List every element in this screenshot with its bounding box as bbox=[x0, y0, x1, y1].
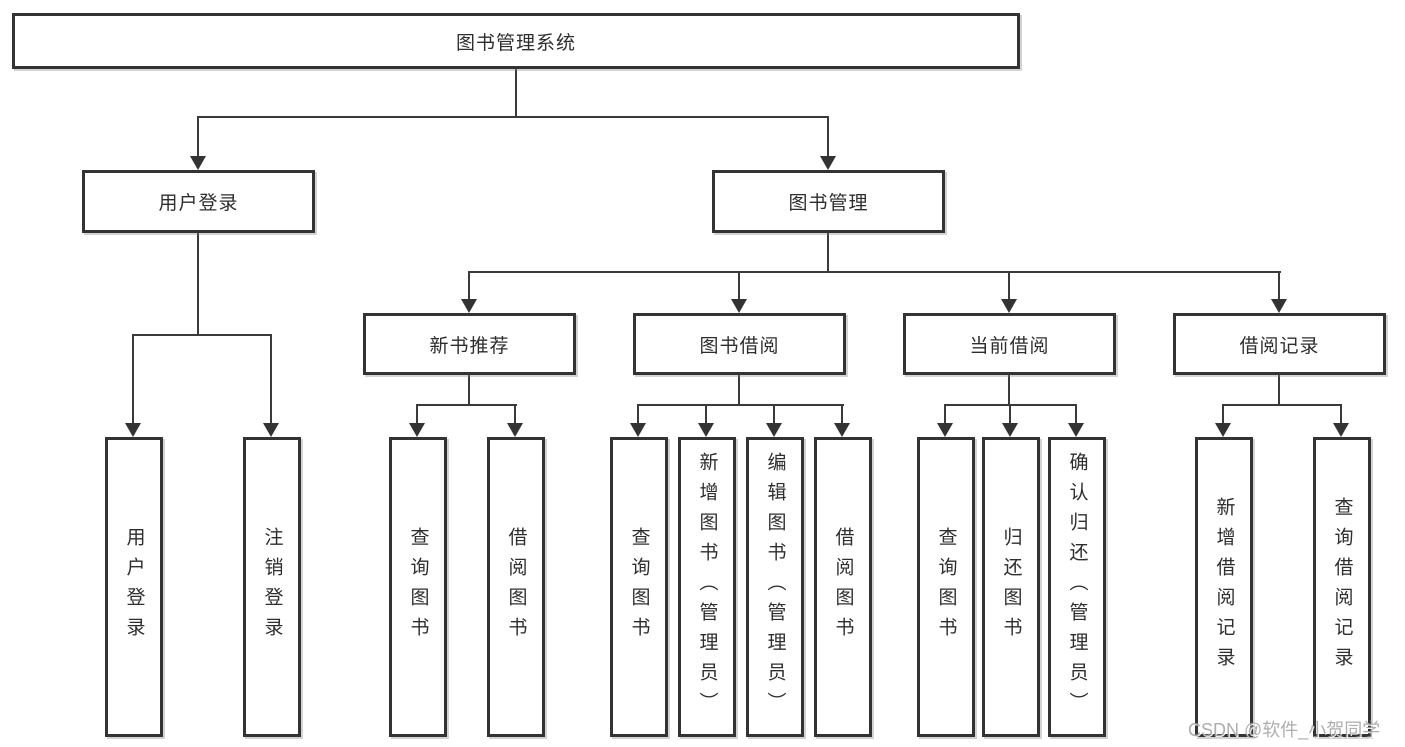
connector-line bbox=[1278, 375, 1280, 406]
node-label: 用户登录 bbox=[158, 193, 239, 214]
connector-line bbox=[738, 375, 740, 406]
arrow-down-icon bbox=[731, 299, 747, 313]
connector-line bbox=[637, 404, 844, 406]
node-label: 借阅图书 bbox=[505, 527, 527, 647]
node-leaf-confirm-return-admin: 确认归还（管理员） bbox=[1048, 437, 1106, 737]
arrow-down-icon bbox=[766, 423, 782, 437]
connector-line bbox=[468, 271, 1281, 273]
connector-line bbox=[1222, 404, 1342, 406]
connector-line bbox=[132, 334, 272, 336]
node-user-login: 用户登录 bbox=[82, 170, 315, 233]
connector-line bbox=[1009, 404, 1011, 424]
connector-line bbox=[132, 334, 134, 424]
connector-line bbox=[1075, 404, 1077, 424]
node-book-management: 图书管理 bbox=[712, 170, 945, 233]
connector-line bbox=[514, 404, 516, 424]
node-root-system: 图书管理系统 bbox=[12, 13, 1020, 69]
arrow-down-icon bbox=[937, 423, 953, 437]
connector-line bbox=[1278, 271, 1280, 301]
csdn-watermark: CSDN @软件_小贺同学 bbox=[1188, 720, 1381, 740]
connector-line bbox=[1008, 375, 1010, 406]
arrow-down-icon bbox=[698, 423, 714, 437]
arrow-down-icon bbox=[820, 156, 836, 170]
arrow-down-icon bbox=[1333, 423, 1349, 437]
node-label: 新增借阅记录 bbox=[1213, 497, 1235, 677]
connector-line bbox=[468, 271, 470, 301]
arrow-down-icon bbox=[461, 299, 477, 313]
node-label: 新增图书（管理员） bbox=[696, 452, 718, 722]
node-leaf-query-books-borrow: 查询图书 bbox=[610, 437, 668, 737]
connector-line bbox=[738, 271, 740, 301]
node-leaf-add-borrow-record: 新增借阅记录 bbox=[1195, 437, 1253, 737]
connector-line bbox=[637, 404, 639, 424]
node-leaf-add-book-admin: 新增图书（管理员） bbox=[678, 437, 736, 737]
node-label: 当前借阅 bbox=[969, 335, 1050, 357]
arrow-down-icon bbox=[507, 423, 523, 437]
connector-line bbox=[197, 116, 199, 158]
arrow-down-icon bbox=[1002, 423, 1018, 437]
connector-line bbox=[416, 404, 517, 406]
node-label: 借阅记录 bbox=[1239, 335, 1320, 357]
connector-line bbox=[705, 404, 707, 424]
connector-line bbox=[827, 116, 829, 158]
arrow-down-icon bbox=[1215, 423, 1231, 437]
node-label: 新书推荐 bbox=[429, 335, 510, 357]
connector-line bbox=[841, 404, 843, 424]
node-current-borrow: 当前借阅 bbox=[903, 313, 1116, 375]
node-book-borrow: 图书借阅 bbox=[633, 313, 846, 375]
connector-line bbox=[773, 404, 775, 424]
arrow-down-icon bbox=[1068, 423, 1084, 437]
node-label: 查询图书 bbox=[628, 527, 650, 647]
connector-line bbox=[270, 334, 272, 424]
node-label: 借阅图书 bbox=[832, 527, 854, 647]
node-leaf-borrow-books-recommend: 借阅图书 bbox=[487, 437, 545, 737]
node-label: 图书管理 bbox=[788, 193, 869, 214]
node-label: 归还图书 bbox=[1000, 527, 1022, 647]
connector-line bbox=[1008, 271, 1010, 301]
node-leaf-edit-book-admin: 编辑图书（管理员） bbox=[746, 437, 804, 737]
node-leaf-logout: 注销登录 bbox=[243, 437, 301, 737]
node-label: 图书借阅 bbox=[699, 335, 780, 357]
node-label: 图书管理系统 bbox=[455, 32, 576, 54]
node-leaf-borrow-book: 借阅图书 bbox=[814, 437, 872, 737]
node-leaf-query-books-recommend: 查询图书 bbox=[389, 437, 447, 737]
arrow-down-icon bbox=[263, 423, 279, 437]
connector-line bbox=[944, 404, 946, 424]
node-label: 查询图书 bbox=[407, 527, 429, 647]
connector-line bbox=[197, 233, 199, 336]
arrow-down-icon bbox=[190, 156, 206, 170]
arrow-down-icon bbox=[1001, 299, 1017, 313]
node-label: 编辑图书（管理员） bbox=[764, 452, 786, 722]
node-label: 注销登录 bbox=[261, 527, 283, 647]
node-leaf-query-books-current: 查询图书 bbox=[917, 437, 975, 737]
arrow-down-icon bbox=[630, 423, 646, 437]
node-label: 确认归还（管理员） bbox=[1066, 452, 1088, 722]
connector-line bbox=[1340, 404, 1342, 424]
connector-line bbox=[1222, 404, 1224, 424]
connector-line bbox=[827, 233, 829, 273]
node-leaf-return-book: 归还图书 bbox=[982, 437, 1040, 737]
arrow-down-icon bbox=[1271, 299, 1287, 313]
connector-line bbox=[197, 116, 829, 118]
node-borrow-records: 借阅记录 bbox=[1173, 313, 1386, 375]
arrow-down-icon bbox=[125, 423, 141, 437]
connector-line bbox=[468, 375, 470, 406]
connector-line bbox=[515, 68, 517, 118]
arrow-down-icon bbox=[834, 423, 850, 437]
connector-line bbox=[416, 404, 418, 424]
node-leaf-user-login: 用户登录 bbox=[105, 437, 163, 737]
node-label: 查询图书 bbox=[935, 527, 957, 647]
node-leaf-query-borrow-record: 查询借阅记录 bbox=[1313, 437, 1371, 737]
node-new-book-recommend: 新书推荐 bbox=[363, 313, 576, 375]
node-label: 用户登录 bbox=[123, 527, 145, 647]
node-label: 查询借阅记录 bbox=[1331, 497, 1353, 677]
arrow-down-icon bbox=[409, 423, 425, 437]
